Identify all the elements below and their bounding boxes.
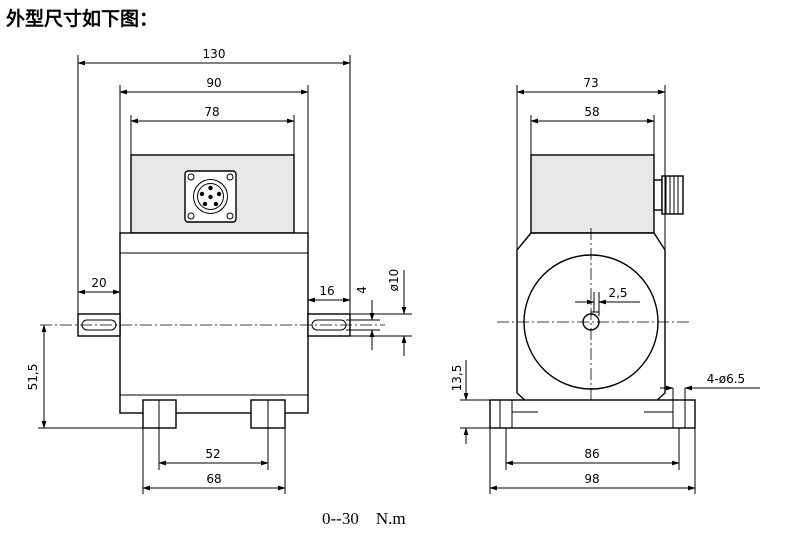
side-connector bbox=[653, 175, 684, 215]
side-dim-top-width: 58 bbox=[584, 105, 599, 119]
front-body bbox=[119, 232, 309, 414]
side-dim-overall-width: 73 bbox=[583, 76, 598, 90]
range-caption: 0--30 N.m bbox=[322, 509, 406, 528]
front-dim-foot-outer: 68 bbox=[206, 472, 221, 486]
front-connector bbox=[184, 170, 237, 223]
side-dim-key-offset: 2,5 bbox=[608, 286, 627, 300]
side-view: 73 58 2,5 4-ø6.5 13,5 86 98 bbox=[450, 76, 760, 494]
front-dim-foot-inner: 52 bbox=[205, 447, 220, 461]
side-base-plate bbox=[489, 399, 696, 429]
side-dim-base-height: 13,5 bbox=[450, 365, 464, 392]
front-dim-axis-height: 51,5 bbox=[26, 364, 40, 391]
front-dim-key-width: 4 bbox=[355, 286, 369, 294]
front-dim-top-width: 78 bbox=[204, 105, 219, 119]
side-dim-hole-spacing: 86 bbox=[584, 447, 599, 461]
front-dim-shaft-diameter: ø10 bbox=[387, 269, 401, 292]
front-dim-right-shaft: 16 bbox=[319, 284, 334, 298]
front-dim-body-width: 90 bbox=[206, 76, 221, 90]
side-dim-mount-holes: 4-ø6.5 bbox=[707, 372, 745, 386]
front-dim-overall-width: 130 bbox=[203, 47, 226, 61]
front-view: 130 90 78 20 16 4 ø10 51,5 52 bbox=[26, 47, 412, 494]
side-top-housing bbox=[530, 154, 655, 234]
side-dim-base-width: 98 bbox=[584, 472, 599, 486]
page-heading: 外型尺寸如下图： bbox=[6, 8, 159, 30]
front-dim-left-shaft: 20 bbox=[91, 276, 106, 290]
